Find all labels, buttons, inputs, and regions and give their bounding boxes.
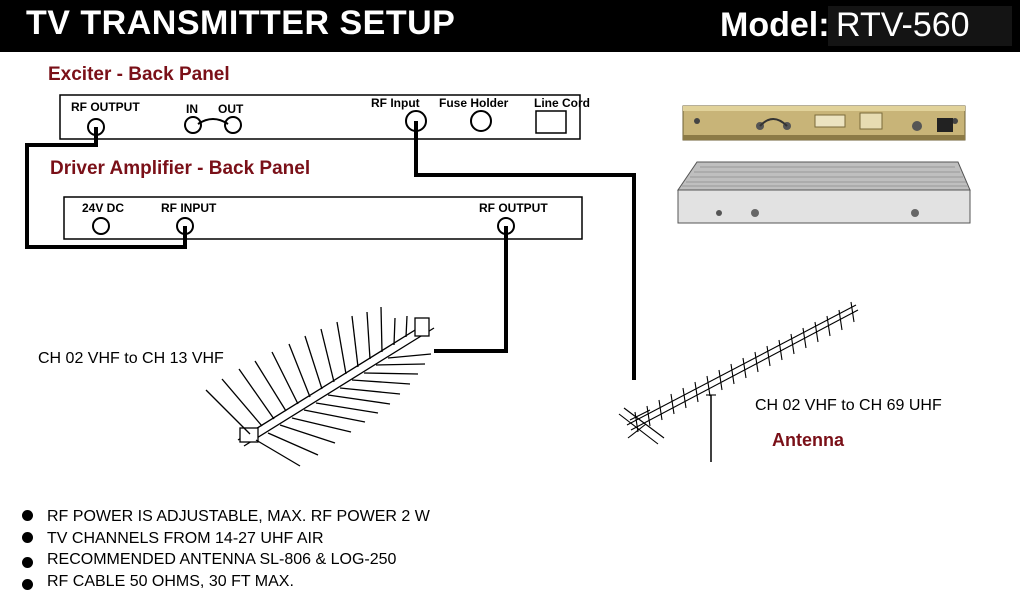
note-item: RF POWER IS ADJUSTABLE, MAX. RF POWER 2 … [20,508,430,530]
vhf-antenna-drawing [205,306,435,467]
bullet-icon [22,510,33,521]
exciter-photo [682,105,966,141]
driver-24v-label: 24V DC [82,201,125,215]
exciter-line-cord-socket [535,110,567,134]
bullet-icon [22,557,33,568]
cable-driver-to-vhf-antenna [434,226,508,353]
model-label: Model: [720,6,830,44]
exciter-panel-title: Exciter - Back Panel [48,64,230,85]
driver-photo [677,161,971,224]
driver-24v-jack [92,217,110,235]
bullet-icon [22,531,33,543]
note-item: RECOMMENDED ANTENNA SL-806 & LOG-250 [20,551,430,573]
uhf-antenna-drawing [618,301,859,462]
notes-list: RF POWER IS ADJUSTABLE, MAX. RF POWER 2 … [20,508,430,594]
exciter-out-jack [224,116,242,134]
bullet-icon [22,578,33,590]
exciter-line-cord-label: Line Cord [534,96,590,110]
driver-panel-title: Driver Amplifier - Back Panel [50,158,311,179]
uhf-antenna-label: CH 02 VHF to CH 69 UHF [755,397,942,414]
exciter-loop-cable [197,118,229,125]
note-item: RF CABLE 50 OHMS, 30 FT MAX. [20,573,430,595]
driver-rf-input-label: RF INPUT [161,201,217,215]
exciter-rf-input-label: RF Input [371,96,420,110]
antenna-title: Antenna [772,430,844,450]
exciter-panel [59,94,581,140]
model-value: RTV-560 [836,6,970,44]
cable-exciter-to-uhf-antenna [414,121,636,380]
exciter-out-label: OUT [218,102,244,116]
note-item: TV CHANNELS FROM 14-27 UHF AIR [20,530,430,552]
page-title: TV TRANSMITTER SETUP [26,4,456,42]
model-value-box [828,6,1012,46]
cable-exciter-to-driver [25,127,187,249]
exciter-fuse-holder [470,110,492,132]
exciter-in-label: IN [186,102,198,116]
exciter-rf-output-label: RF OUTPUT [71,100,140,114]
exciter-fuse-holder-label: Fuse Holder [439,96,509,110]
vhf-antenna-label: CH 02 VHF to CH 13 VHF [38,350,224,367]
driver-panel [63,196,583,240]
exciter-in-jack [184,116,202,134]
driver-rf-output-label: RF OUTPUT [479,201,548,215]
